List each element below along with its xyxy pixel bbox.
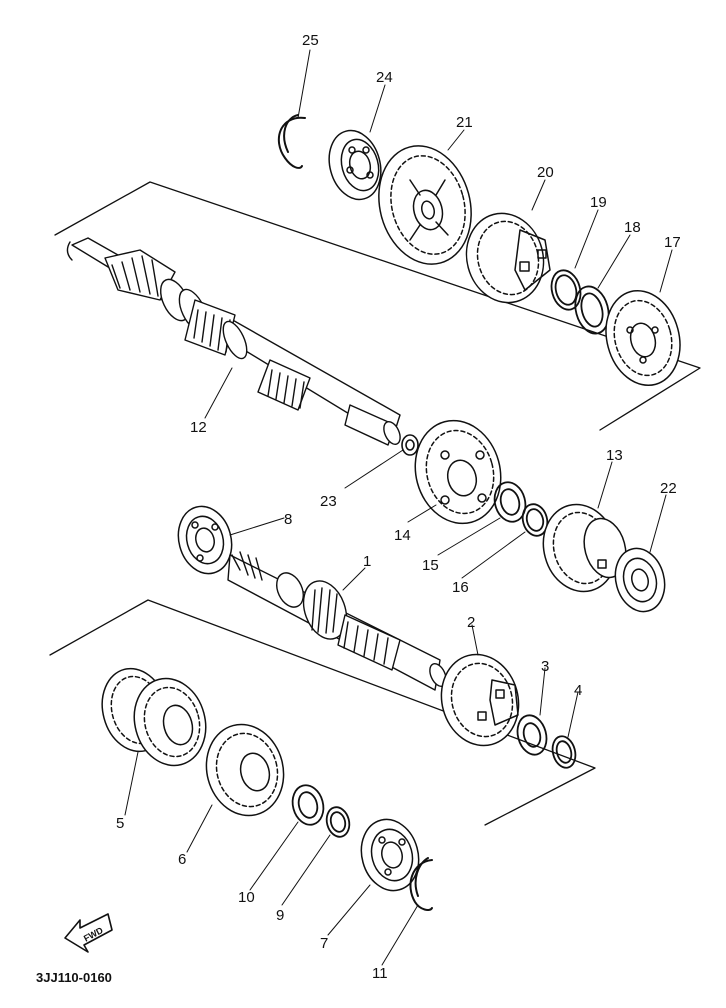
callout-17: 17 bbox=[664, 234, 681, 251]
gear-13 bbox=[542, 503, 627, 593]
callout-22: 22 bbox=[660, 480, 677, 497]
callout-13: 13 bbox=[606, 447, 623, 464]
callout-18: 18 bbox=[624, 219, 641, 236]
leader-lines bbox=[124, 49, 673, 966]
bearing-8 bbox=[177, 505, 233, 575]
circlip-19 bbox=[550, 269, 582, 311]
shaft-spline-2 bbox=[184, 299, 236, 356]
circlip-11 bbox=[409, 857, 433, 911]
callout-4: 4 bbox=[574, 682, 582, 699]
callout-9: 9 bbox=[276, 907, 284, 924]
callout-3: 3 bbox=[541, 658, 549, 675]
circlip-16 bbox=[521, 503, 549, 537]
upper-group-outline bbox=[54, 181, 701, 431]
washer-3 bbox=[516, 714, 548, 756]
callout-15: 15 bbox=[422, 557, 439, 574]
circlip-4 bbox=[551, 735, 577, 769]
bearing-22 bbox=[614, 547, 666, 613]
gear-6 bbox=[205, 723, 285, 817]
gear-2 bbox=[440, 653, 520, 747]
gear-17 bbox=[605, 289, 681, 387]
callout-16: 16 bbox=[452, 579, 469, 596]
lower-group-outline bbox=[49, 599, 596, 826]
callout-24: 24 bbox=[376, 69, 393, 86]
callout-6: 6 bbox=[178, 851, 186, 868]
callout-7: 7 bbox=[320, 935, 328, 952]
callout-1: 1 bbox=[363, 553, 371, 570]
circlip-25 bbox=[277, 114, 306, 169]
callout-23: 23 bbox=[320, 493, 337, 510]
callout-14: 14 bbox=[394, 527, 411, 544]
callout-11: 11 bbox=[372, 965, 388, 982]
callout-21: 21 bbox=[456, 114, 473, 131]
washer-15 bbox=[493, 481, 527, 523]
forward-arrow-icon: FWD bbox=[64, 913, 113, 953]
collar-23 bbox=[401, 434, 419, 456]
circlip-9 bbox=[325, 806, 351, 838]
callout-12: 12 bbox=[190, 419, 207, 436]
callout-20: 20 bbox=[537, 164, 554, 181]
washer-10 bbox=[291, 784, 325, 826]
callout-8: 8 bbox=[284, 511, 292, 528]
part-number-code: 3JJ110-0160 bbox=[36, 970, 112, 985]
shaft-spline-lower bbox=[337, 614, 401, 671]
callout-5: 5 bbox=[116, 815, 124, 832]
callout-2: 2 bbox=[467, 614, 475, 631]
callout-labels: 25 24 21 20 19 18 17 12 23 14 15 16 13 2… bbox=[116, 32, 681, 982]
bearing-24 bbox=[328, 129, 382, 201]
main-axle-shaft bbox=[227, 551, 447, 691]
shaft-spline-3 bbox=[257, 359, 311, 411]
callout-19: 19 bbox=[590, 194, 607, 211]
washer-18 bbox=[574, 285, 610, 335]
callout-10: 10 bbox=[238, 889, 255, 906]
drive-axle-shaft bbox=[66, 237, 401, 446]
callout-25: 25 bbox=[302, 32, 319, 49]
gear-20 bbox=[465, 212, 551, 304]
bearing-7 bbox=[360, 818, 420, 892]
gear-5 bbox=[101, 667, 207, 767]
shaft-end bbox=[344, 404, 401, 446]
gear-14 bbox=[414, 419, 502, 525]
shaft-integral-gear bbox=[302, 580, 348, 640]
gear-21 bbox=[378, 145, 472, 265]
